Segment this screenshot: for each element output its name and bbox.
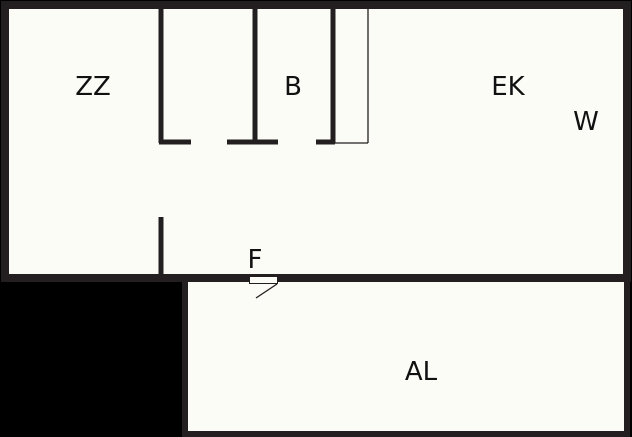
closet-outline <box>335 9 369 144</box>
label-w: W <box>573 107 599 137</box>
lower-floor-area <box>182 280 629 434</box>
upper-outer-wall <box>1 1 631 282</box>
door-f <box>249 276 278 299</box>
door-f-opening <box>249 276 278 284</box>
label-zz: ZZ <box>75 72 111 102</box>
lower-outer-walls <box>182 281 630 437</box>
label-al: AL <box>405 357 438 387</box>
outer-walls <box>1 1 631 282</box>
label-ek: EK <box>491 72 525 102</box>
lower-outer-wall <box>182 281 630 437</box>
door-f-swing-leaf <box>255 283 278 299</box>
label-b: B <box>284 72 302 102</box>
interior-walls <box>158 9 336 278</box>
label-f: F <box>248 245 263 275</box>
